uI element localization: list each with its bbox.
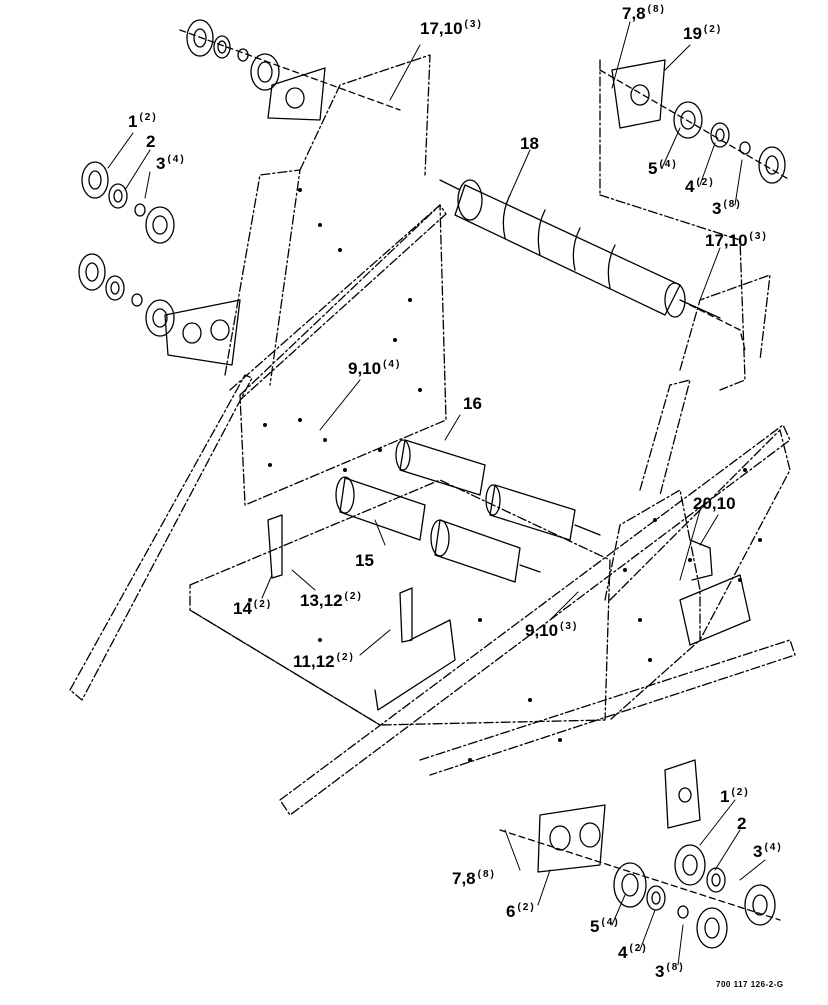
roller-16 <box>395 439 601 541</box>
callout-number: 3 <box>753 842 763 861</box>
callout-number: 2 <box>146 132 156 151</box>
callout-2-bottom: 2 <box>737 815 748 832</box>
callout-quantity: (2) <box>517 902 536 913</box>
callout-quantity: (2) <box>336 652 355 663</box>
callout-number: 17,10 <box>420 19 463 38</box>
callout-15: 15 <box>355 552 376 569</box>
callout-quantity: (4) <box>764 842 783 853</box>
bracket-20 <box>679 539 751 646</box>
callout-number: 5 <box>648 159 658 178</box>
callout-quantity: (3) <box>464 19 483 30</box>
callout-1-bottom: 1(2) <box>720 787 750 806</box>
callout-quantity: (4) <box>601 917 620 928</box>
brackets <box>267 514 456 711</box>
callout-3-bottom-lower: 3(8) <box>655 962 685 981</box>
callout-17-10-right: 17,10(3) <box>705 231 768 250</box>
callout-number: 20,10 <box>693 494 736 513</box>
callout-quantity: (2) <box>139 112 158 123</box>
bearing-assembly-bottom-right <box>499 759 781 949</box>
callout-20-10: 20,10 <box>693 495 738 512</box>
callout-3-bottom-upper: 3(4) <box>753 842 783 861</box>
callout-number: 1 <box>128 112 138 131</box>
bearing-assembly-left <box>78 161 241 366</box>
callout-number: 4 <box>685 177 695 196</box>
callout-quantity: (2) <box>703 24 723 35</box>
callout-7-8-top: 7,8(8) <box>622 4 666 23</box>
document-id: 700 117 126-2-G <box>716 980 784 989</box>
callout-number: 7,8 <box>622 4 646 23</box>
callout-4-top: 4(2) <box>685 177 715 196</box>
roller-15 <box>335 476 541 583</box>
roller-18 <box>439 179 746 351</box>
callout-number: 9,10 <box>525 621 559 640</box>
callout-9-10-upper: 9,10(4) <box>348 359 402 378</box>
callout-quantity: (3) <box>749 231 768 242</box>
callout-quantity: (8) <box>477 869 496 880</box>
callout-quantity: (8) <box>647 4 666 15</box>
callout-5-top: 5(4) <box>648 159 678 178</box>
callout-quantity: (2) <box>731 787 750 798</box>
callout-5-bottom: 5(4) <box>590 917 620 936</box>
callout-7-8-bottom: 7,8(8) <box>452 869 496 888</box>
callout-number: 11,12 <box>293 652 335 671</box>
callout-number: 3 <box>655 962 665 981</box>
callout-number: 7,8 <box>452 869 476 888</box>
callout-number: 2 <box>737 814 747 833</box>
frame-outline <box>69 54 796 816</box>
callout-17-10-top: 17,10(3) <box>420 19 483 38</box>
callout-number: 4 <box>618 943 628 962</box>
callout-quantity: (2) <box>344 591 363 602</box>
callout-3-top: 3(8) <box>712 199 742 218</box>
callout-4-bottom: 4(2) <box>618 943 648 962</box>
callout-3-left: 3(4) <box>156 154 186 173</box>
callout-quantity: (3) <box>560 621 579 632</box>
callout-number: 17,10 <box>705 231 748 250</box>
callout-9-10-lower: 9,10(3) <box>525 621 579 640</box>
callout-quantity: (4) <box>659 159 678 170</box>
callout-number: 19 <box>683 24 702 43</box>
callout-1-left: 1(2) <box>128 112 158 131</box>
callout-14: 14(2) <box>233 599 273 618</box>
callout-quantity: (2) <box>696 177 715 188</box>
panel-holes <box>248 188 762 762</box>
bearing-assembly-top-left <box>179 19 401 121</box>
callout-2-left: 2 <box>146 133 157 150</box>
callout-6: 6(2) <box>506 902 536 921</box>
callout-number: 3 <box>156 154 166 173</box>
callout-number: 9,10 <box>348 359 382 378</box>
callout-quantity: (2) <box>253 599 273 610</box>
callout-number: 18 <box>520 134 539 153</box>
callout-19: 19(2) <box>683 24 723 43</box>
callout-number: 14 <box>233 599 252 618</box>
callout-quantity: (8) <box>723 199 742 210</box>
bearing-assembly-top-right <box>599 59 791 184</box>
callout-number: 5 <box>590 917 600 936</box>
callout-number: 6 <box>506 902 516 921</box>
callout-quantity: (4) <box>167 154 186 165</box>
callout-11-12: 11,12(2) <box>293 652 355 671</box>
callout-13-12: 13,12(2) <box>300 591 363 610</box>
callout-number: 3 <box>712 199 722 218</box>
callout-quantity: (2) <box>629 943 648 954</box>
callout-number: 13,12 <box>300 591 343 610</box>
callout-quantity: (4) <box>383 359 402 370</box>
callout-quantity: (8) <box>666 962 685 973</box>
callout-number: 1 <box>720 787 730 806</box>
callout-18: 18 <box>520 135 541 152</box>
callout-16: 16 <box>463 395 484 412</box>
callout-number: 15 <box>355 551 374 570</box>
leader-lines <box>107 21 766 966</box>
callout-number: 16 <box>463 394 482 413</box>
